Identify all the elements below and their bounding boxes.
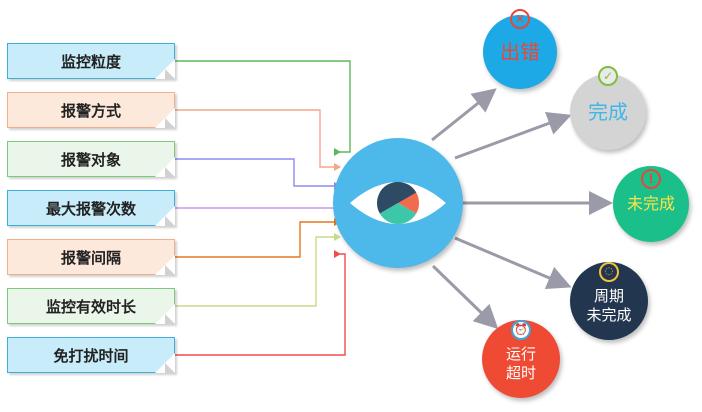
error-x-icon: ✕ bbox=[510, 9, 530, 29]
output-cycle-incomplete: ◌ 周期 未完成 bbox=[570, 262, 648, 340]
center-eye-node bbox=[333, 138, 463, 268]
input-granularity: 监控粒度 bbox=[7, 43, 175, 79]
input-connector bbox=[175, 60, 351, 153]
input-arrowhead bbox=[334, 163, 341, 171]
input-connector bbox=[175, 158, 340, 187]
alert-icon: ! bbox=[641, 169, 661, 189]
input-label: 最大报警次数 bbox=[45, 199, 136, 218]
input-connector bbox=[175, 221, 340, 258]
input-label: 报警间隔 bbox=[60, 248, 121, 267]
output-error: ✕ 出错 bbox=[483, 9, 557, 89]
input-dnd-time: 免打扰时间 bbox=[7, 337, 175, 373]
input-connector bbox=[175, 253, 346, 356]
output-label: 运行 超时 bbox=[505, 345, 536, 382]
input-arrowhead bbox=[334, 233, 341, 241]
eye-icon bbox=[350, 181, 446, 225]
input-valid-duration: 监控有效时长 bbox=[7, 288, 175, 324]
output-run-timeout: ⏰ 运行 超时 bbox=[482, 320, 560, 398]
input-arrowhead bbox=[334, 148, 341, 156]
output-connector bbox=[431, 264, 499, 330]
alarm-clock-icon: ⏰ bbox=[511, 320, 531, 340]
input-connector bbox=[175, 236, 340, 307]
input-arrowhead bbox=[334, 250, 341, 258]
output-label: 未完成 bbox=[626, 194, 675, 213]
input-max-alerts: 最大报警次数 bbox=[7, 190, 175, 226]
input-connector bbox=[175, 109, 340, 168]
output-label: 出错 bbox=[500, 39, 540, 64]
input-label: 报警对象 bbox=[60, 150, 121, 169]
input-label: 免打扰时间 bbox=[53, 346, 129, 365]
output-label: 完成 bbox=[588, 99, 628, 124]
output-complete: ✓ 完成 bbox=[570, 66, 646, 150]
input-label: 监控粒度 bbox=[60, 52, 121, 71]
input-alert-method: 报警方式 bbox=[7, 92, 175, 128]
output-connector bbox=[454, 111, 572, 160]
input-label: 报警方式 bbox=[60, 101, 121, 120]
check-icon: ✓ bbox=[598, 66, 618, 86]
cycle-icon: ◌ bbox=[599, 262, 619, 282]
input-alert-target: 报警对象 bbox=[7, 141, 175, 177]
output-incomplete: ! 未完成 bbox=[613, 166, 689, 242]
input-connector bbox=[175, 206, 341, 209]
output-connector bbox=[454, 236, 572, 290]
input-alert-interval: 报警间隔 bbox=[7, 239, 175, 275]
output-connector bbox=[431, 88, 497, 142]
input-label: 监控有效时长 bbox=[45, 297, 136, 316]
output-label: 周期 未完成 bbox=[586, 287, 632, 324]
